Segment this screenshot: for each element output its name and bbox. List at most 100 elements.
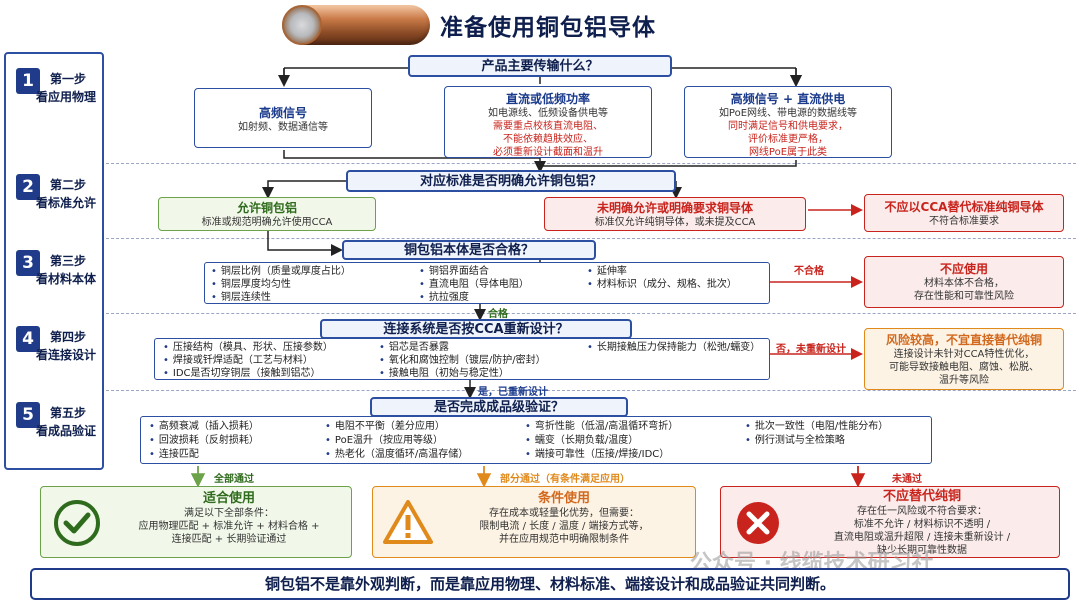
list-item: 铜层连续性 — [211, 291, 271, 304]
list-item: 铜层厚度均匀性 — [211, 278, 291, 291]
list-item: 接触电阻（初始与稳定性） — [379, 367, 509, 380]
list-item: IDC是否切穿铜层（接触到铝芯） — [163, 367, 321, 380]
list-item: 铜层比例（质量或厚度占比） — [211, 265, 351, 278]
pass-label: 是，已重新设计 — [478, 387, 548, 398]
list-item: 连接匹配 — [149, 448, 199, 461]
outcome-suitable: 适合使用 满足以下全部条件： 应用物理匹配 + 标准允许 + 材料合格 + 连接… — [40, 486, 352, 558]
conclusion-banner: 铜包铝不是靠外观判断，而是靠应用物理、材料标准、端接设计和成品验证共同判断。 — [30, 568, 1070, 600]
not-allowed-title: 未明确允许或明确要求铜导体 — [596, 201, 753, 215]
outcome-text: 连接匹配 + 长期验证通过 — [171, 534, 287, 545]
step-label: 第四步 — [50, 330, 87, 344]
outcome-text: 并在应用规范中明确限制条件 — [499, 534, 629, 545]
not-allowed-text: 标准仅允许纯铜导体，或未提及CCA — [594, 217, 756, 228]
step-number: 2 — [16, 174, 40, 200]
cable-cross-section — [282, 5, 322, 45]
list-item: 弯折性能（低温/高温循环弯折） — [525, 420, 678, 433]
list-item: 压接结构（模具、形状、压接参数） — [163, 341, 333, 354]
all-pass-label: 全部通过 — [214, 474, 254, 485]
result-text: 材料本体不合格， — [924, 278, 1004, 289]
step-label: 第一步 — [50, 72, 87, 86]
result-text: 可能导致接触电阻、腐蚀、松脱、 — [889, 362, 1039, 373]
option-poe: 高频信号 + 直流供电 如PoE网线、带电源的数据线等 同时满足信号和供电要求，… — [684, 86, 892, 158]
partial-pass-label: 部分通过（有条件满足应用） — [500, 474, 630, 485]
step-number: 1 — [16, 68, 40, 94]
outcome-conditional: 条件使用 存在成本或轻量化优势，但需要： 限制电流 / 长度 / 温度 / 端接… — [372, 486, 696, 558]
question-step4: 连接系统是否按CCA重新设计？ — [320, 319, 632, 339]
list-item: 高频衰减（插入损耗） — [149, 420, 259, 433]
option-text: 如PoE网线、带电源的数据线等 — [718, 108, 858, 119]
option-high-freq: 高频信号 如射频、数据通信等 — [194, 88, 372, 148]
list-item: PoE温升（按应用等级） — [325, 434, 443, 447]
list-item: 抗拉强度 — [419, 291, 469, 304]
list-item: 回波损耗（反射损耗） — [149, 434, 259, 447]
list-item: 直流电阻（导体电阻） — [419, 278, 529, 291]
option-title: 高频信号 — [258, 106, 307, 120]
result-no-cca: 不应以CCA替代标准纯铜导体 不符合标准要求 — [864, 194, 1064, 232]
list-item: 铝芯是否暴露 — [379, 341, 449, 354]
list-item: 焊接或钎焊适配（工艺与材料） — [163, 354, 313, 367]
result-title: 风险较高，不宜直接替代纯铜 — [885, 333, 1042, 347]
validation-checklist: 高频衰减（插入损耗） 回波损耗（反射损耗） 连接匹配 电阻不平衡（差分应用） P… — [140, 416, 932, 464]
outcome-text: 满足以下全部条件： — [184, 508, 274, 519]
pass-label: 合格 — [488, 309, 508, 320]
list-item: 蠕变（长期负载/温度） — [525, 434, 638, 447]
result-title: 不应以CCA替代标准纯铜导体 — [884, 200, 1044, 214]
outcome-text: 存在成本或轻量化优势，但需要： — [489, 508, 639, 519]
outcome-not-replace: 不应替代纯铜 存在任一风险或不符合要求： 标准不允许 / 材料标识不透明 / 直… — [720, 486, 1060, 558]
warning-line: 不能依赖趋肤效应、 — [503, 134, 593, 145]
fail-label: 否，未重新设计 — [776, 344, 846, 355]
question-step3: 铜包铝本体是否合格？ — [342, 240, 596, 260]
divider — [106, 313, 1076, 314]
step-title: 看应用物理 — [36, 90, 97, 104]
option-title: 直流或低频功率 — [505, 92, 590, 106]
outcome-text: 限制电流 / 长度 / 温度 / 端接方式等， — [479, 521, 649, 532]
list-item: 端接可靠性（压接/焊接/IDC） — [525, 448, 669, 461]
step-label: 第三步 — [50, 254, 87, 268]
step-title: 看成品验证 — [36, 424, 97, 438]
outcome-title: 适合使用 — [202, 491, 255, 506]
step-title: 看材料本体 — [36, 272, 97, 286]
step-number: 4 — [16, 326, 40, 352]
page-title: 准备使用铜包铝导体 — [440, 15, 656, 41]
result-text: 温升等风险 — [939, 375, 989, 386]
check-icon — [54, 500, 100, 546]
option-text: 如射频、数据通信等 — [238, 122, 328, 133]
list-item: 材料标识（成分、规格、批次） — [587, 278, 737, 291]
list-item: 氧化和腐蚀控制（镀层/防护/密封） — [379, 354, 546, 367]
allow-cca-box: 允许铜包铝 标准或规范明确允许使用CCA — [158, 197, 376, 231]
step-title: 看连接设计 — [36, 348, 97, 362]
question-step1: 产品主要传输什么？ — [408, 55, 672, 77]
list-item: 电阻不平衡（差分应用） — [325, 420, 445, 433]
question-step5: 是否完成成品级验证？ — [370, 397, 628, 417]
result-not-use: 不应使用 材料本体不合格， 存在性能和可靠性风险 — [864, 256, 1064, 308]
step-label: 第五步 — [50, 406, 87, 420]
warning-line: 需要重点校核直流电阻、 — [493, 121, 603, 132]
list-item: 例行测试与全检策略 — [745, 434, 845, 447]
warning-line: 必须重新设计截面和温升 — [493, 147, 603, 158]
list-item: 延伸率 — [587, 265, 627, 278]
fail-pass-label: 未通过 — [892, 474, 922, 485]
option-dc-power: 直流或低频功率 如电源线、低频设备供电等 需要重点校核直流电阻、 不能依赖趋肤效… — [444, 86, 652, 158]
outcome-title: 条件使用 — [537, 491, 590, 506]
question-step2: 对应标准是否明确允许铜包铝？ — [346, 170, 676, 192]
warning-line: 同时满足信号和供电要求， — [728, 121, 848, 132]
option-title: 高频信号 + 直流供电 — [730, 92, 846, 106]
outcome-text: 存在任一风险或不符合要求： — [857, 506, 987, 517]
result-title: 不应使用 — [939, 262, 988, 276]
outcome-text: 应用物理匹配 + 标准允许 + 材料合格 + — [138, 521, 320, 532]
list-item: 长期接触压力保持能力（松弛/蠕变） — [587, 341, 760, 354]
result-text: 连接设计未针对CCA特性优化， — [893, 349, 1035, 360]
connection-checklist: 压接结构（模具、形状、压接参数） 焊接或钎焊适配（工艺与材料） IDC是否切穿铜… — [154, 338, 770, 380]
divider — [106, 163, 1076, 164]
warning-line: 网线PoE属于此类 — [748, 147, 828, 158]
option-text: 如电源线、低频设备供电等 — [488, 108, 608, 119]
warning-icon — [383, 500, 433, 544]
result-text: 不符合标准要求 — [929, 216, 999, 227]
divider — [106, 238, 1076, 239]
step-column: 1 第一步 看应用物理 2 第二步 看标准允许 3 第三步 看材料本体 4 第四… — [4, 52, 104, 470]
step-number: 3 — [16, 250, 40, 276]
step-label: 第二步 — [50, 178, 87, 192]
divider — [106, 390, 1076, 391]
step-number: 5 — [16, 402, 40, 428]
list-item: 铜铝界面结合 — [419, 265, 489, 278]
